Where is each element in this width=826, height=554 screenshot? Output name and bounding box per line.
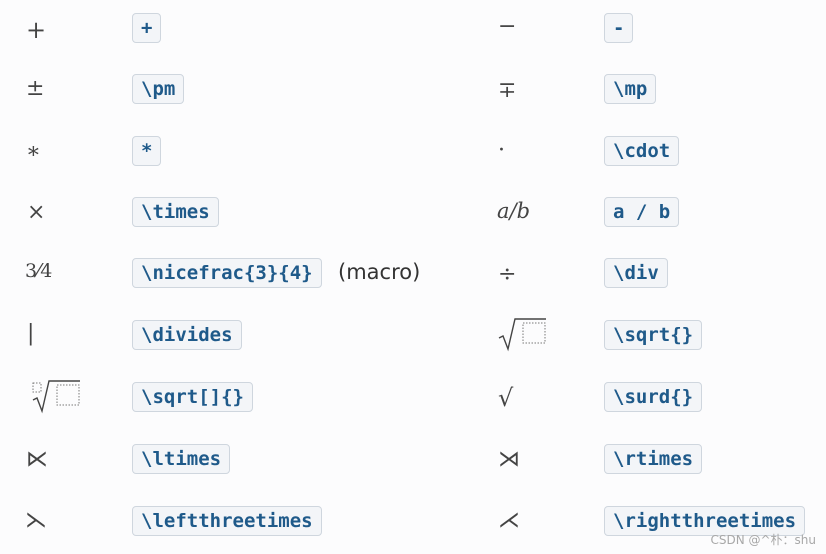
symbol-div: ÷ bbox=[498, 262, 517, 287]
symbol-divides: | bbox=[27, 321, 35, 346]
symbol-ltimes: ⋉ bbox=[26, 447, 48, 472]
symbol-leftthreetimes: ⋋ bbox=[25, 508, 47, 533]
symbol-slash: a/b bbox=[497, 199, 531, 223]
code-ltimes: \ltimes bbox=[132, 444, 231, 474]
symbol-minus: − bbox=[498, 14, 517, 39]
code-minus: - bbox=[604, 13, 634, 43]
code-nicefrac: \nicefrac{3}{4} bbox=[132, 258, 322, 288]
symbol-mp: ∓ bbox=[498, 78, 517, 103]
symbol-nicefrac: 3⁄4 bbox=[25, 260, 53, 282]
code-div: \div bbox=[604, 258, 668, 288]
code-mp: \mp bbox=[604, 74, 657, 104]
code-cdot: \cdot bbox=[604, 136, 680, 166]
symbol-times: × bbox=[27, 200, 46, 225]
code-sqrt: \sqrt{} bbox=[604, 320, 703, 350]
code-rtimes: \rtimes bbox=[604, 444, 703, 474]
symbol-pm: ± bbox=[26, 76, 45, 101]
code-ast: * bbox=[132, 136, 162, 166]
symbol-surd: √ bbox=[498, 384, 514, 412]
sqrt-icon bbox=[498, 316, 548, 352]
code-slash: a / b bbox=[604, 197, 680, 227]
watermark: CSDN @^朴：shu bbox=[710, 533, 816, 547]
code-rightthreetimes: \rightthreetimes bbox=[604, 506, 806, 536]
symbol-rightthreetimes: ⋌ bbox=[498, 508, 520, 533]
symbol-rtimes: ⋊ bbox=[498, 447, 520, 472]
code-divides: \divides bbox=[132, 320, 242, 350]
code-nth-root: \sqrt[]{} bbox=[132, 382, 253, 412]
macro-note: (macro) bbox=[338, 260, 421, 284]
code-times: \times bbox=[132, 197, 219, 227]
code-surd: \surd{} bbox=[604, 382, 703, 412]
code-pm: \pm bbox=[132, 74, 185, 104]
code-plus: + bbox=[132, 13, 162, 43]
symbol-cdot: · bbox=[498, 138, 505, 163]
code-leftthreetimes: \leftthreetimes bbox=[132, 506, 322, 536]
nth-root-icon bbox=[30, 378, 82, 414]
symbol-ast: ∗ bbox=[26, 139, 41, 164]
symbol-plus: + bbox=[26, 16, 47, 44]
